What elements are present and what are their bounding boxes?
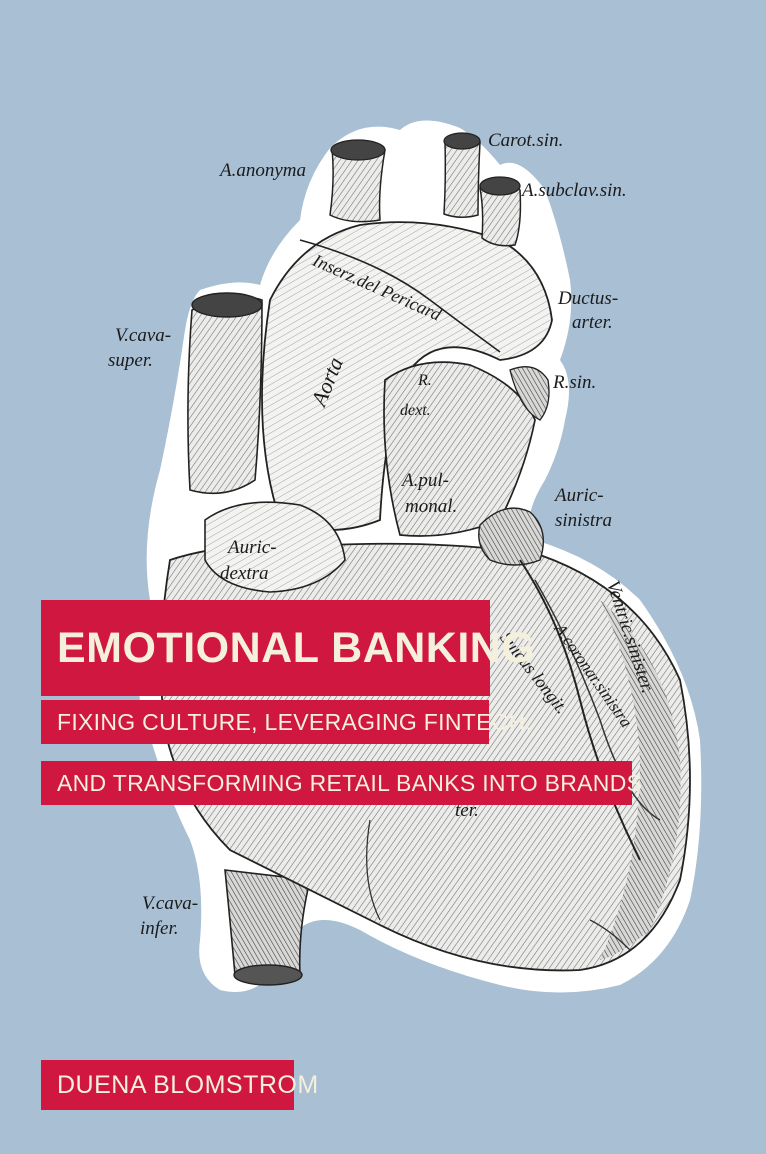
- vena-cava-superior: [187, 295, 263, 495]
- vena-cava-inferior: [224, 869, 311, 981]
- author-name: DUENA BLOMSTROM: [41, 1060, 318, 1110]
- pulmonary-artery: [383, 361, 536, 537]
- label-ductus: Ductus-: [558, 288, 619, 309]
- book-subtitle-line-2: AND TRANSFORMING RETAIL BANKS INTO BRAND…: [41, 761, 642, 805]
- label-r-dext-2: dext.: [400, 402, 431, 419]
- label-ventric-dexter-fragment: ter.: [455, 800, 479, 821]
- label-a-pulmonal-2: monal.: [405, 496, 458, 517]
- label-auric-dextra-2: dextra: [220, 563, 269, 584]
- label-v-cava-infer-2: infer.: [140, 918, 179, 939]
- label-carot-sin: Carot.sin.: [488, 130, 564, 151]
- label-v-cava-super-1: V.cava-: [115, 325, 172, 346]
- coronary-artery: [519, 559, 641, 861]
- label-auric-sinistra-2: sinistra: [555, 510, 613, 531]
- book-subtitle-line-1: FIXING CULTURE, LEVERAGING FINTECH,: [41, 700, 532, 744]
- label-a-anonyma: A.anonyma: [220, 160, 307, 181]
- right-auricle: [204, 501, 346, 593]
- book-title: EMOTIONAL BANKING: [41, 600, 535, 696]
- label-v-cava-super-2: super.: [108, 350, 153, 371]
- left-auricle: [478, 507, 544, 566]
- label-arter: arter.: [572, 312, 613, 333]
- label-a-pulmonal-1: A.pul-: [402, 470, 449, 491]
- label-auric-dextra-1: Auric-: [228, 537, 277, 558]
- label-auric-sinistra-1: Auric-: [555, 485, 604, 506]
- label-r-dext-1: R.: [418, 372, 432, 389]
- label-r-sin: R.sin.: [553, 372, 597, 393]
- label-a-subclav-sin: A.subclav.sin.: [522, 180, 627, 201]
- label-v-cava-infer-1: V.cava-: [142, 893, 199, 914]
